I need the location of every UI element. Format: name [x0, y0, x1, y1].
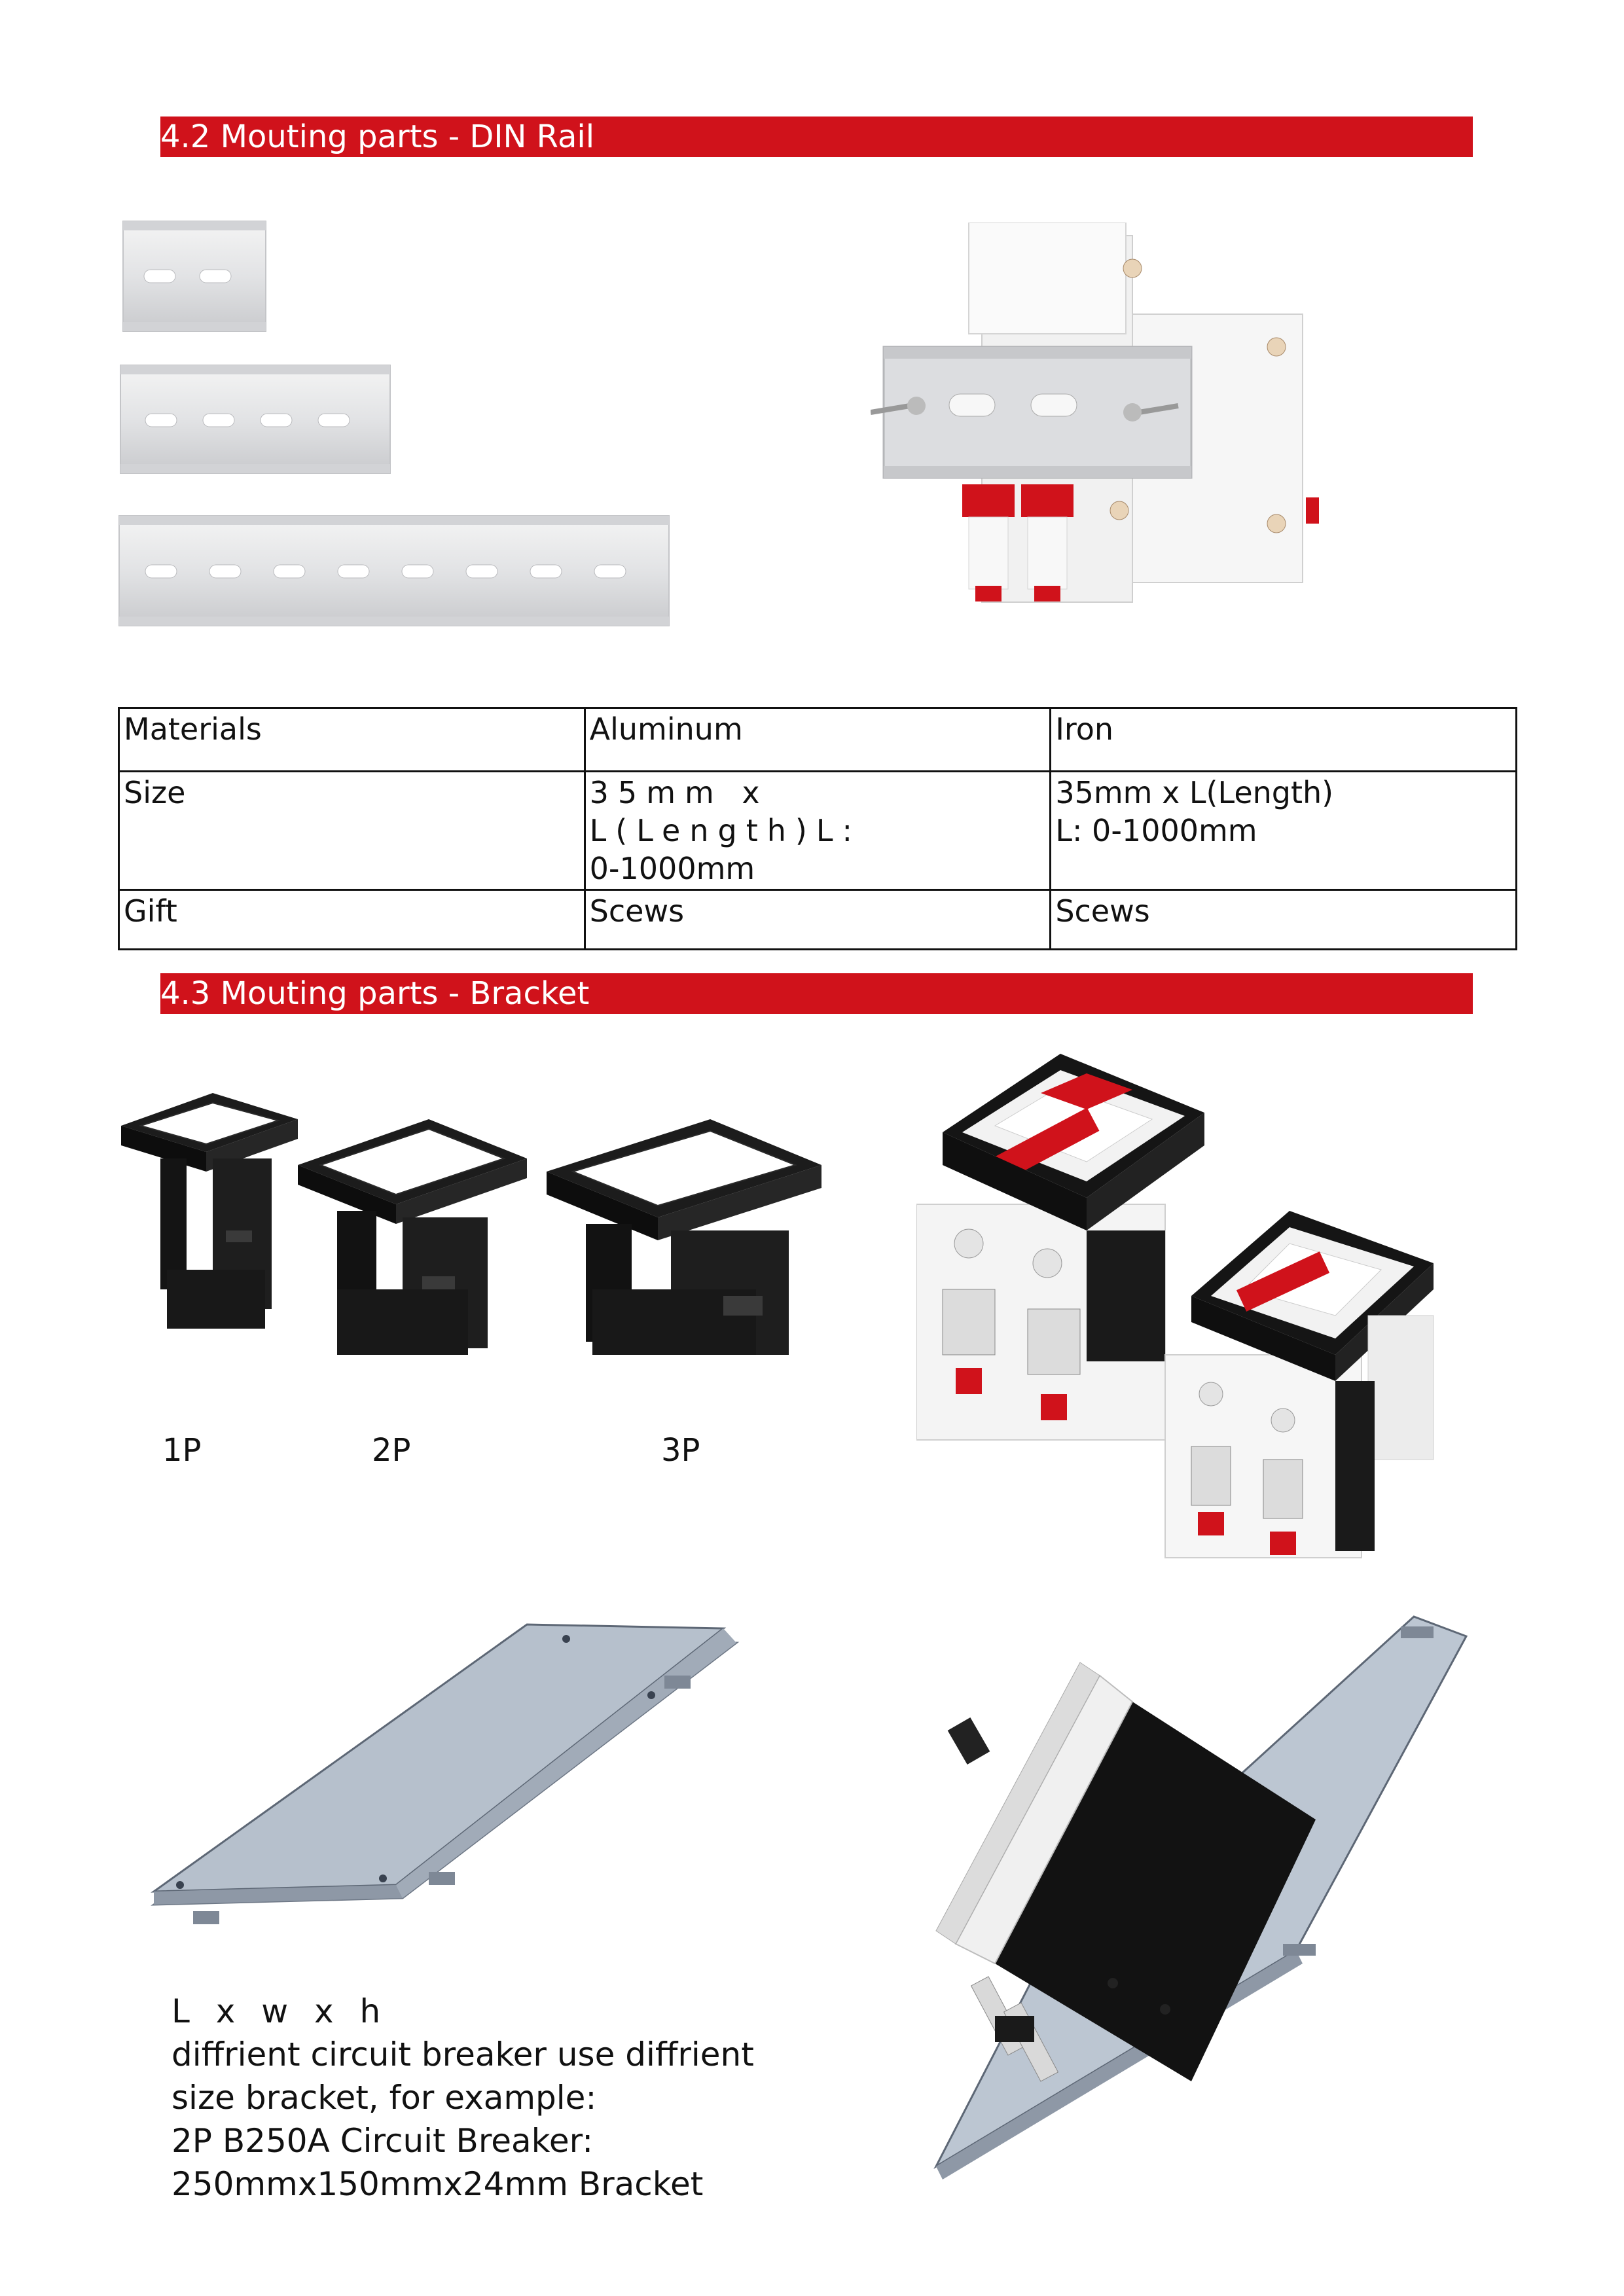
note-line: 250mmx150mmx24mm Bracket — [171, 2165, 704, 2203]
breakers-in-brackets-image — [916, 1054, 1434, 1558]
size-line: L: 0-1000mm — [1055, 813, 1257, 848]
table-row: Gift Scews Scews — [118, 889, 1517, 950]
din-rail-medium — [120, 365, 391, 474]
table-row: Size 35mm x L(Length)L: 0-1000mm 35mm x … — [118, 770, 1517, 891]
bracket-label-1p: 1P — [162, 1432, 202, 1469]
breaker-in-bracket-small — [1164, 1211, 1434, 1558]
bracket-1p — [121, 1093, 298, 1329]
bracket-label-3p: 3P — [661, 1432, 700, 1469]
breaker-on-din-rail-image — [871, 223, 1319, 603]
note-line: 2P B250A Circuit Breaker: — [171, 2122, 594, 2160]
cell-iron-size: 35mm x L(Length) L: 0-1000mm — [1049, 770, 1517, 891]
section-title: 4.3 Mouting parts - Bracket — [160, 975, 590, 1012]
size-line: 35mm x L(Length)L: — [589, 775, 861, 848]
cell-aluminum-size: 35mm x L(Length)L: 0-1000mm — [583, 770, 1052, 891]
breaker-in-bracket-large — [916, 1054, 1204, 1441]
din-rail-short — [122, 221, 266, 332]
size-line: 0-1000mm — [589, 851, 755, 886]
note-line: L x w x h — [171, 1992, 389, 2030]
size-line: 35mm x L(Length) — [1055, 775, 1334, 810]
cell-iron-gift: Scews — [1049, 889, 1517, 950]
cell-iron-materials: Iron — [1049, 707, 1517, 772]
table-row: Materials Aluminum Iron — [118, 707, 1517, 772]
row-label-size: Size — [118, 770, 586, 891]
bracket-note: L x w x h diffrient circuit breaker use … — [171, 1990, 754, 2206]
section-header-bracket: 4.3 Mouting parts - Bracket — [160, 973, 1473, 1014]
bracket-label-2p: 2P — [372, 1432, 411, 1469]
spec-table: Materials Aluminum Iron Size 35mm x L(Le… — [118, 707, 1517, 950]
din-rail-image — [118, 221, 670, 626]
breaker-on-bracket-plate-image — [933, 1615, 1468, 2179]
flat-bracket-plate-image — [151, 1623, 740, 1924]
section-title: 4.2 Mouting parts - DIN Rail — [160, 118, 595, 155]
row-label-gift: Gift — [118, 889, 586, 950]
row-label-materials: Materials — [118, 707, 586, 772]
note-line: size bracket, for example: — [171, 2079, 597, 2117]
note-line: diffrient circuit breaker use diffrient — [171, 2036, 754, 2073]
cell-aluminum-gift: Scews — [583, 889, 1052, 950]
bracket-2p — [298, 1119, 527, 1355]
cell-aluminum-materials: Aluminum — [583, 707, 1052, 772]
section-header-din-rail: 4.2 Mouting parts - DIN Rail — [160, 117, 1473, 157]
bracket-3p — [547, 1119, 821, 1355]
brackets-1p-2p-3p-image — [121, 1093, 821, 1355]
din-rail-long — [118, 515, 670, 626]
